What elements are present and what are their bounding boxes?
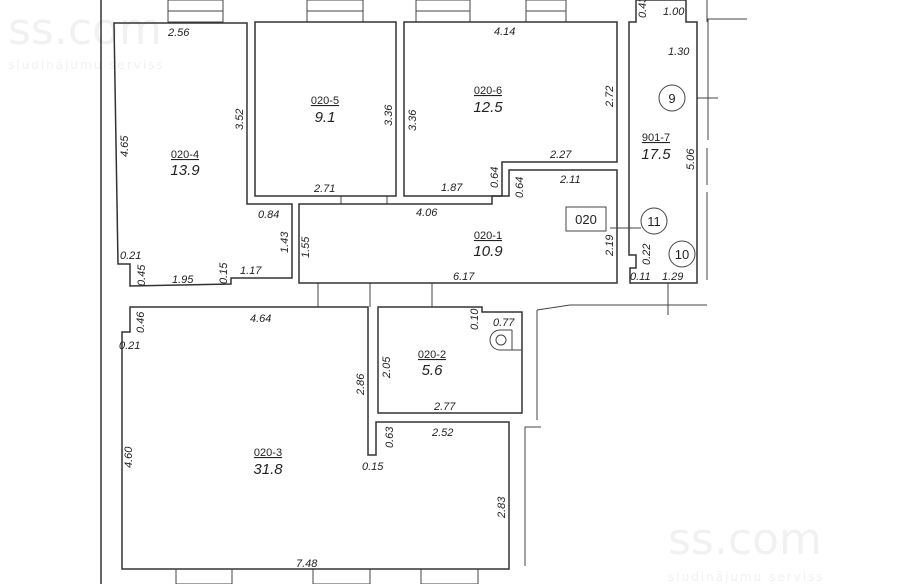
dimension-labels-vertical: 4.65 3.52 1.43 0.45 0.15 1.55 3.36 3.36 … — [119, 0, 697, 519]
room-id: 020-3 — [254, 447, 282, 459]
toilet-icon — [489, 329, 522, 351]
marker-10 — [668, 240, 696, 268]
room-area: 31.8 — [253, 461, 283, 478]
stair-wall — [707, 18, 747, 140]
dim: 3.36 — [407, 109, 419, 131]
watermark-tagline: sludinājumu serviss — [668, 570, 825, 584]
room-020-6 — [403, 21, 618, 197]
marker-11-label: 11 — [647, 214, 661, 229]
window — [175, 568, 233, 584]
room-id: 020-5 — [311, 95, 339, 107]
room-020-1 — [298, 169, 618, 284]
dim: 0.15 — [218, 262, 230, 284]
dim: 2.77 — [433, 401, 456, 413]
room-area: 10.9 — [473, 243, 503, 260]
room-id: 020-4 — [171, 149, 199, 161]
windows — [167, 0, 707, 584]
dim: 0.15 — [362, 461, 384, 473]
room-020-4 — [113, 22, 293, 287]
dim: 2.52 — [431, 427, 453, 439]
dim: 0.46 — [135, 311, 147, 333]
dim: 4.60 — [123, 446, 135, 468]
dim: 2.71 — [313, 183, 335, 195]
dim: 0.45 — [136, 264, 148, 286]
room-901-7 — [628, 0, 698, 284]
marker-9 — [658, 84, 686, 112]
dim: 3.52 — [234, 109, 246, 130]
dim: 2.56 — [167, 27, 190, 39]
window — [420, 568, 479, 584]
dim: 0.21 — [120, 250, 141, 262]
dim: 4.14 — [494, 26, 515, 38]
room-id: 901-7 — [642, 132, 670, 144]
dim: 2.11 — [559, 174, 581, 186]
dim: 3.36 — [383, 104, 395, 126]
watermark-brand: ss.com — [8, 4, 162, 55]
dim: 1.29 — [662, 271, 683, 283]
room-area: 5.6 — [422, 362, 444, 379]
dim: 0.21 — [119, 340, 140, 352]
room-area: 13.9 — [170, 162, 200, 179]
dim: 0.43 — [637, 0, 649, 18]
room-id: 020-1 — [474, 230, 502, 242]
unit-label: 020 — [575, 212, 597, 227]
dim: 4.64 — [250, 313, 271, 325]
unit-label-box — [565, 206, 607, 232]
watermark-bottom-right: ss.com sludinājumu serviss — [668, 514, 825, 584]
room-020-2 — [377, 306, 523, 414]
dim: 4.06 — [416, 207, 438, 219]
dim: 1.00 — [663, 6, 685, 18]
room-id: 020-2 — [418, 349, 446, 361]
dim: 0.84 — [258, 209, 279, 221]
dim: 1.87 — [441, 182, 463, 194]
marker-10-label: 10 — [675, 247, 689, 262]
dim: 0.64 — [489, 167, 501, 188]
watermark-brand: ss.com — [668, 514, 822, 565]
dim: 0.77 — [493, 317, 515, 329]
dim: 1.17 — [240, 265, 262, 277]
dim: 1.30 — [668, 46, 690, 58]
dim: 4.65 — [119, 135, 131, 157]
dim: 1.43 — [279, 231, 291, 253]
room-area: 9.1 — [315, 109, 336, 126]
watermark-top-left: ss.com sludinājumu serviss — [8, 4, 165, 72]
dim: 2.27 — [549, 149, 572, 161]
dim: 2.05 — [381, 356, 393, 379]
marker-11 — [640, 207, 668, 235]
dimension-labels: 2.56 0.84 0.21 1.95 1.17 2.71 4.14 2.27 … — [119, 6, 690, 570]
room-area: 12.5 — [473, 99, 503, 116]
dim: 0.11 — [630, 271, 651, 283]
dim: 5.06 — [685, 148, 697, 170]
dim: 2.72 — [604, 86, 616, 108]
dim: 0.22 — [641, 244, 653, 265]
dim: 2.86 — [355, 373, 367, 396]
dim: 1.55 — [300, 236, 312, 258]
marker-9-label: 9 — [668, 91, 675, 106]
room-020-5 — [254, 21, 397, 197]
room-id: 020-6 — [474, 85, 502, 97]
dim: 1.95 — [172, 274, 194, 286]
dim: 2.19 — [604, 235, 616, 257]
dim: 6.17 — [453, 271, 475, 283]
dim: 7.48 — [296, 558, 318, 570]
dim: 0.10 — [469, 308, 481, 330]
dim: 0.63 — [384, 426, 396, 448]
room-area: 17.5 — [641, 146, 671, 163]
window — [312, 568, 371, 584]
room-020-3 — [121, 306, 510, 570]
dim: 0.64 — [514, 177, 526, 198]
watermark-tagline: sludinājumu serviss — [8, 58, 165, 72]
dim: 2.83 — [496, 496, 508, 519]
